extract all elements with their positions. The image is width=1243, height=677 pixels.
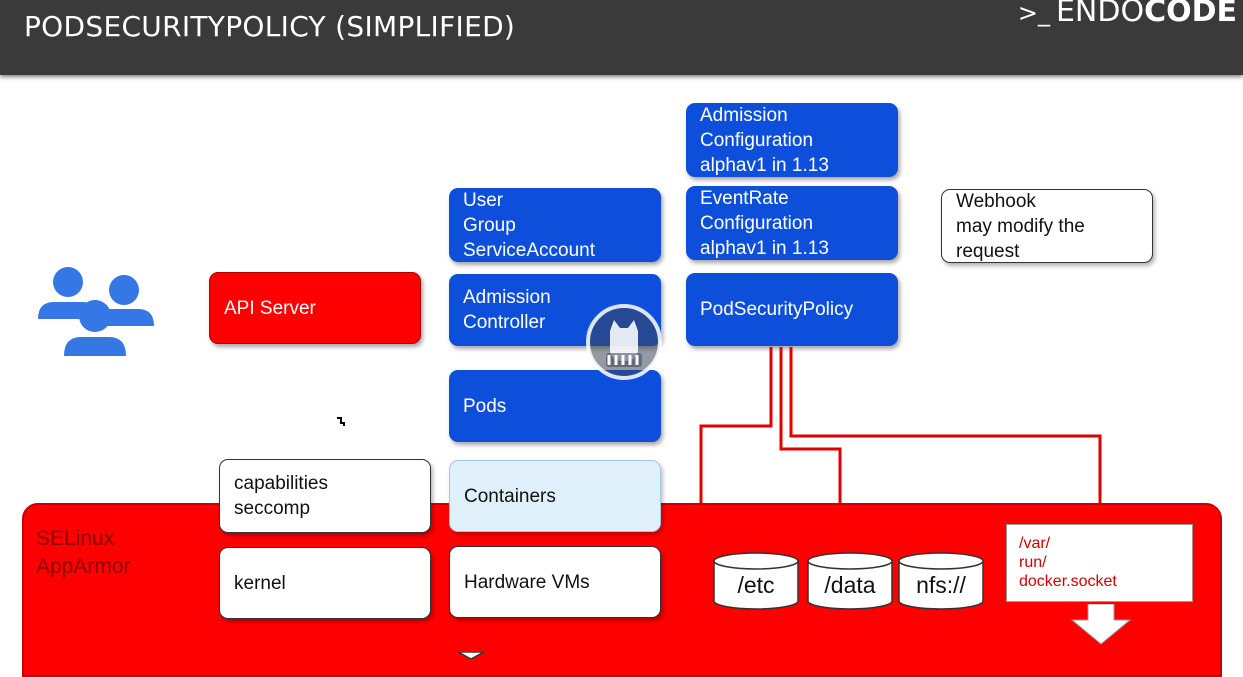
down-arrow-icon [457, 652, 485, 659]
volume-label: /etc [737, 572, 775, 598]
volume-label: /data [824, 572, 876, 598]
brand-name-light: ENDO [1055, 0, 1145, 29]
capabilities-seccomp-box: capabilities seccomp [219, 459, 431, 533]
containers-box: Containers [449, 460, 661, 532]
volume-data: /data [807, 552, 893, 610]
volume-nfs: nfs:// [898, 552, 984, 610]
storage-drum-icon [807, 552, 893, 610]
docker-socket-box: /var/ run/ docker.socket [1006, 524, 1193, 602]
admission-configuration-box: Admission Configuration alphav1 in 1.13 [686, 103, 898, 177]
page-title: PODSECURITYPOLICY (SIMPLIFIED) [24, 10, 516, 43]
user-group-box: User Group ServiceAccount [449, 188, 661, 262]
hardware-vms-box: Hardware VMs [449, 546, 661, 618]
eventrate-configuration-box: EventRate Configuration alphav1 in 1.13 [686, 186, 898, 260]
policy-connector-lines [699, 347, 1102, 503]
volume-label: nfs:// [916, 572, 966, 598]
brand-logo: >_ENDOCODE [1018, 0, 1237, 29]
webhook-box: Webhook may modify the request [941, 189, 1153, 263]
storage-drum-icon [713, 552, 799, 610]
down-arrow-icon [1070, 604, 1132, 645]
users-group-icon [38, 267, 154, 356]
kernel-box: kernel [219, 547, 431, 619]
storage-drum-icon [898, 552, 984, 610]
podsecuritypolicy-box: PodSecurityPolicy [686, 273, 898, 346]
brand-prompt: >_ [1017, 0, 1050, 27]
api-server-box: API Server [209, 272, 421, 344]
pods-box: Pods [449, 370, 661, 442]
title-bar: PODSECURITYPOLICY (SIMPLIFIED) >_ENDOCOD… [0, 0, 1243, 75]
selinux-apparmor-label: SELinux AppArmor [36, 527, 131, 578]
watermark-logo-icon [586, 304, 662, 380]
brand-name-bold: CODE [1144, 0, 1237, 29]
mouse-cursor-icon [337, 417, 345, 426]
volume-etc: /etc [713, 552, 799, 610]
